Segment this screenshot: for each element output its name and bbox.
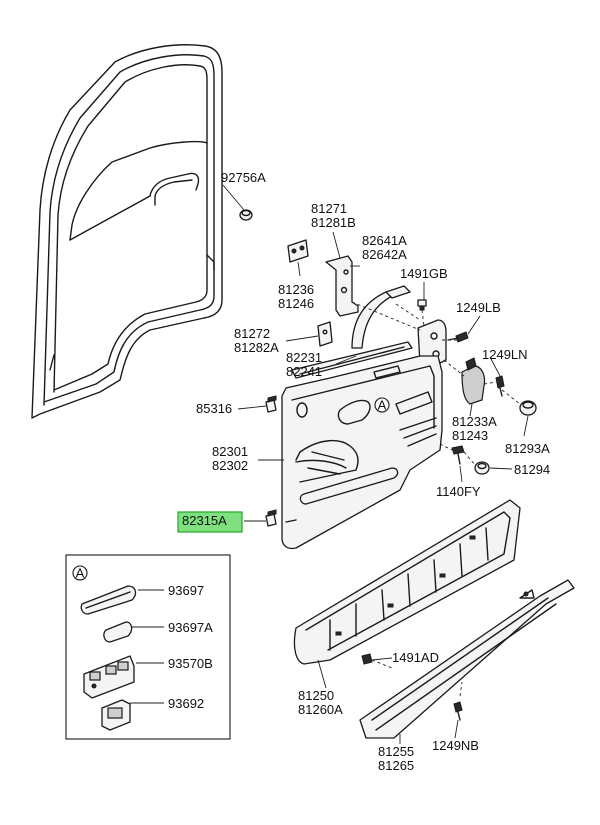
part-number-label: 81233A bbox=[452, 414, 497, 429]
grommet-92756a-part bbox=[239, 209, 253, 221]
clip-85316-part bbox=[265, 395, 277, 413]
svg-text:A: A bbox=[76, 566, 85, 581]
part-number-label: 82301 bbox=[212, 444, 248, 459]
part-number-label: 81294 bbox=[514, 462, 550, 477]
part-number-label: 82231 bbox=[286, 350, 322, 365]
bracket-81236-part bbox=[287, 239, 309, 263]
svg-text:A: A bbox=[378, 398, 387, 413]
bracket-81272-part bbox=[317, 321, 333, 347]
assembly-lines bbox=[351, 301, 521, 697]
part-number-label: 82315A bbox=[182, 513, 227, 528]
part-number-label: 1491AD bbox=[392, 650, 439, 665]
clip-1491ad-part bbox=[361, 653, 373, 665]
screw-1249nb-part bbox=[453, 701, 463, 721]
part-number-label: 93697 bbox=[168, 583, 204, 598]
part-number-label: 93697A bbox=[168, 620, 213, 635]
part-number-label: 81271 bbox=[311, 201, 347, 216]
part-number-label: 81282A bbox=[234, 340, 279, 355]
reinforcement-81250-part bbox=[293, 499, 521, 665]
part-number-label: 81293A bbox=[505, 441, 550, 456]
part-number-label: 93570B bbox=[168, 656, 213, 671]
part-number-label: 85316 bbox=[196, 401, 232, 416]
part-number-label: 1140FY bbox=[436, 484, 481, 499]
door-trim-panel-part bbox=[281, 355, 443, 550]
part-number-label: 81260A bbox=[298, 702, 343, 717]
cap-81294-part bbox=[474, 461, 490, 475]
part-number-label: 81250 bbox=[298, 688, 334, 703]
switch-cover-93697-part bbox=[80, 585, 137, 615]
screw-1140fy-part bbox=[451, 445, 465, 465]
part-number-label: 81243 bbox=[452, 428, 488, 443]
part-number-label: 81272 bbox=[234, 326, 270, 341]
trim-strip-82641a-part bbox=[351, 285, 411, 349]
part-number-label: 82642A bbox=[362, 247, 407, 262]
inset-detail-box: A bbox=[65, 554, 231, 740]
switch-cover-93697a-part bbox=[103, 621, 133, 643]
part-number-label: 81236 bbox=[278, 282, 314, 297]
part-number-label: 1249LB bbox=[456, 300, 501, 315]
power-window-switch-93570b-part bbox=[83, 655, 135, 699]
part-number-label: 81246 bbox=[278, 296, 314, 311]
part-number-label: 1249NB bbox=[432, 738, 479, 753]
part-number-label: 82241 bbox=[286, 364, 322, 379]
screw-1249lb-part bbox=[447, 331, 469, 343]
part-number-label: 92756A bbox=[221, 170, 266, 185]
part-number-label: 82641A bbox=[362, 233, 407, 248]
door-frame-drawing bbox=[31, 44, 223, 419]
part-number-label: 1491GB bbox=[400, 266, 448, 281]
knob-81293a-part bbox=[519, 400, 537, 416]
trim-82231-part bbox=[291, 341, 413, 379]
clip-82315a-part bbox=[265, 509, 277, 527]
part-number-label: 93692 bbox=[168, 696, 204, 711]
leader-lines bbox=[222, 184, 529, 744]
clip-1491gb-part bbox=[417, 299, 427, 311]
highlighted-callout-box bbox=[177, 511, 243, 533]
part-number-label: 81255 bbox=[378, 744, 414, 759]
part-number-label: 82302 bbox=[212, 458, 248, 473]
switch-93692-part bbox=[101, 699, 131, 731]
screw-1249ln-part bbox=[495, 375, 505, 397]
part-number-label: 81265 bbox=[378, 758, 414, 773]
handle-81233a-part bbox=[461, 357, 486, 405]
lower-rail-81255-part bbox=[359, 579, 575, 739]
bracket-81271-part bbox=[325, 255, 359, 317]
part-number-label: 81281B bbox=[311, 215, 356, 230]
part-number-label: 1249LN bbox=[482, 347, 528, 362]
detail-marker-a: A bbox=[374, 397, 390, 413]
